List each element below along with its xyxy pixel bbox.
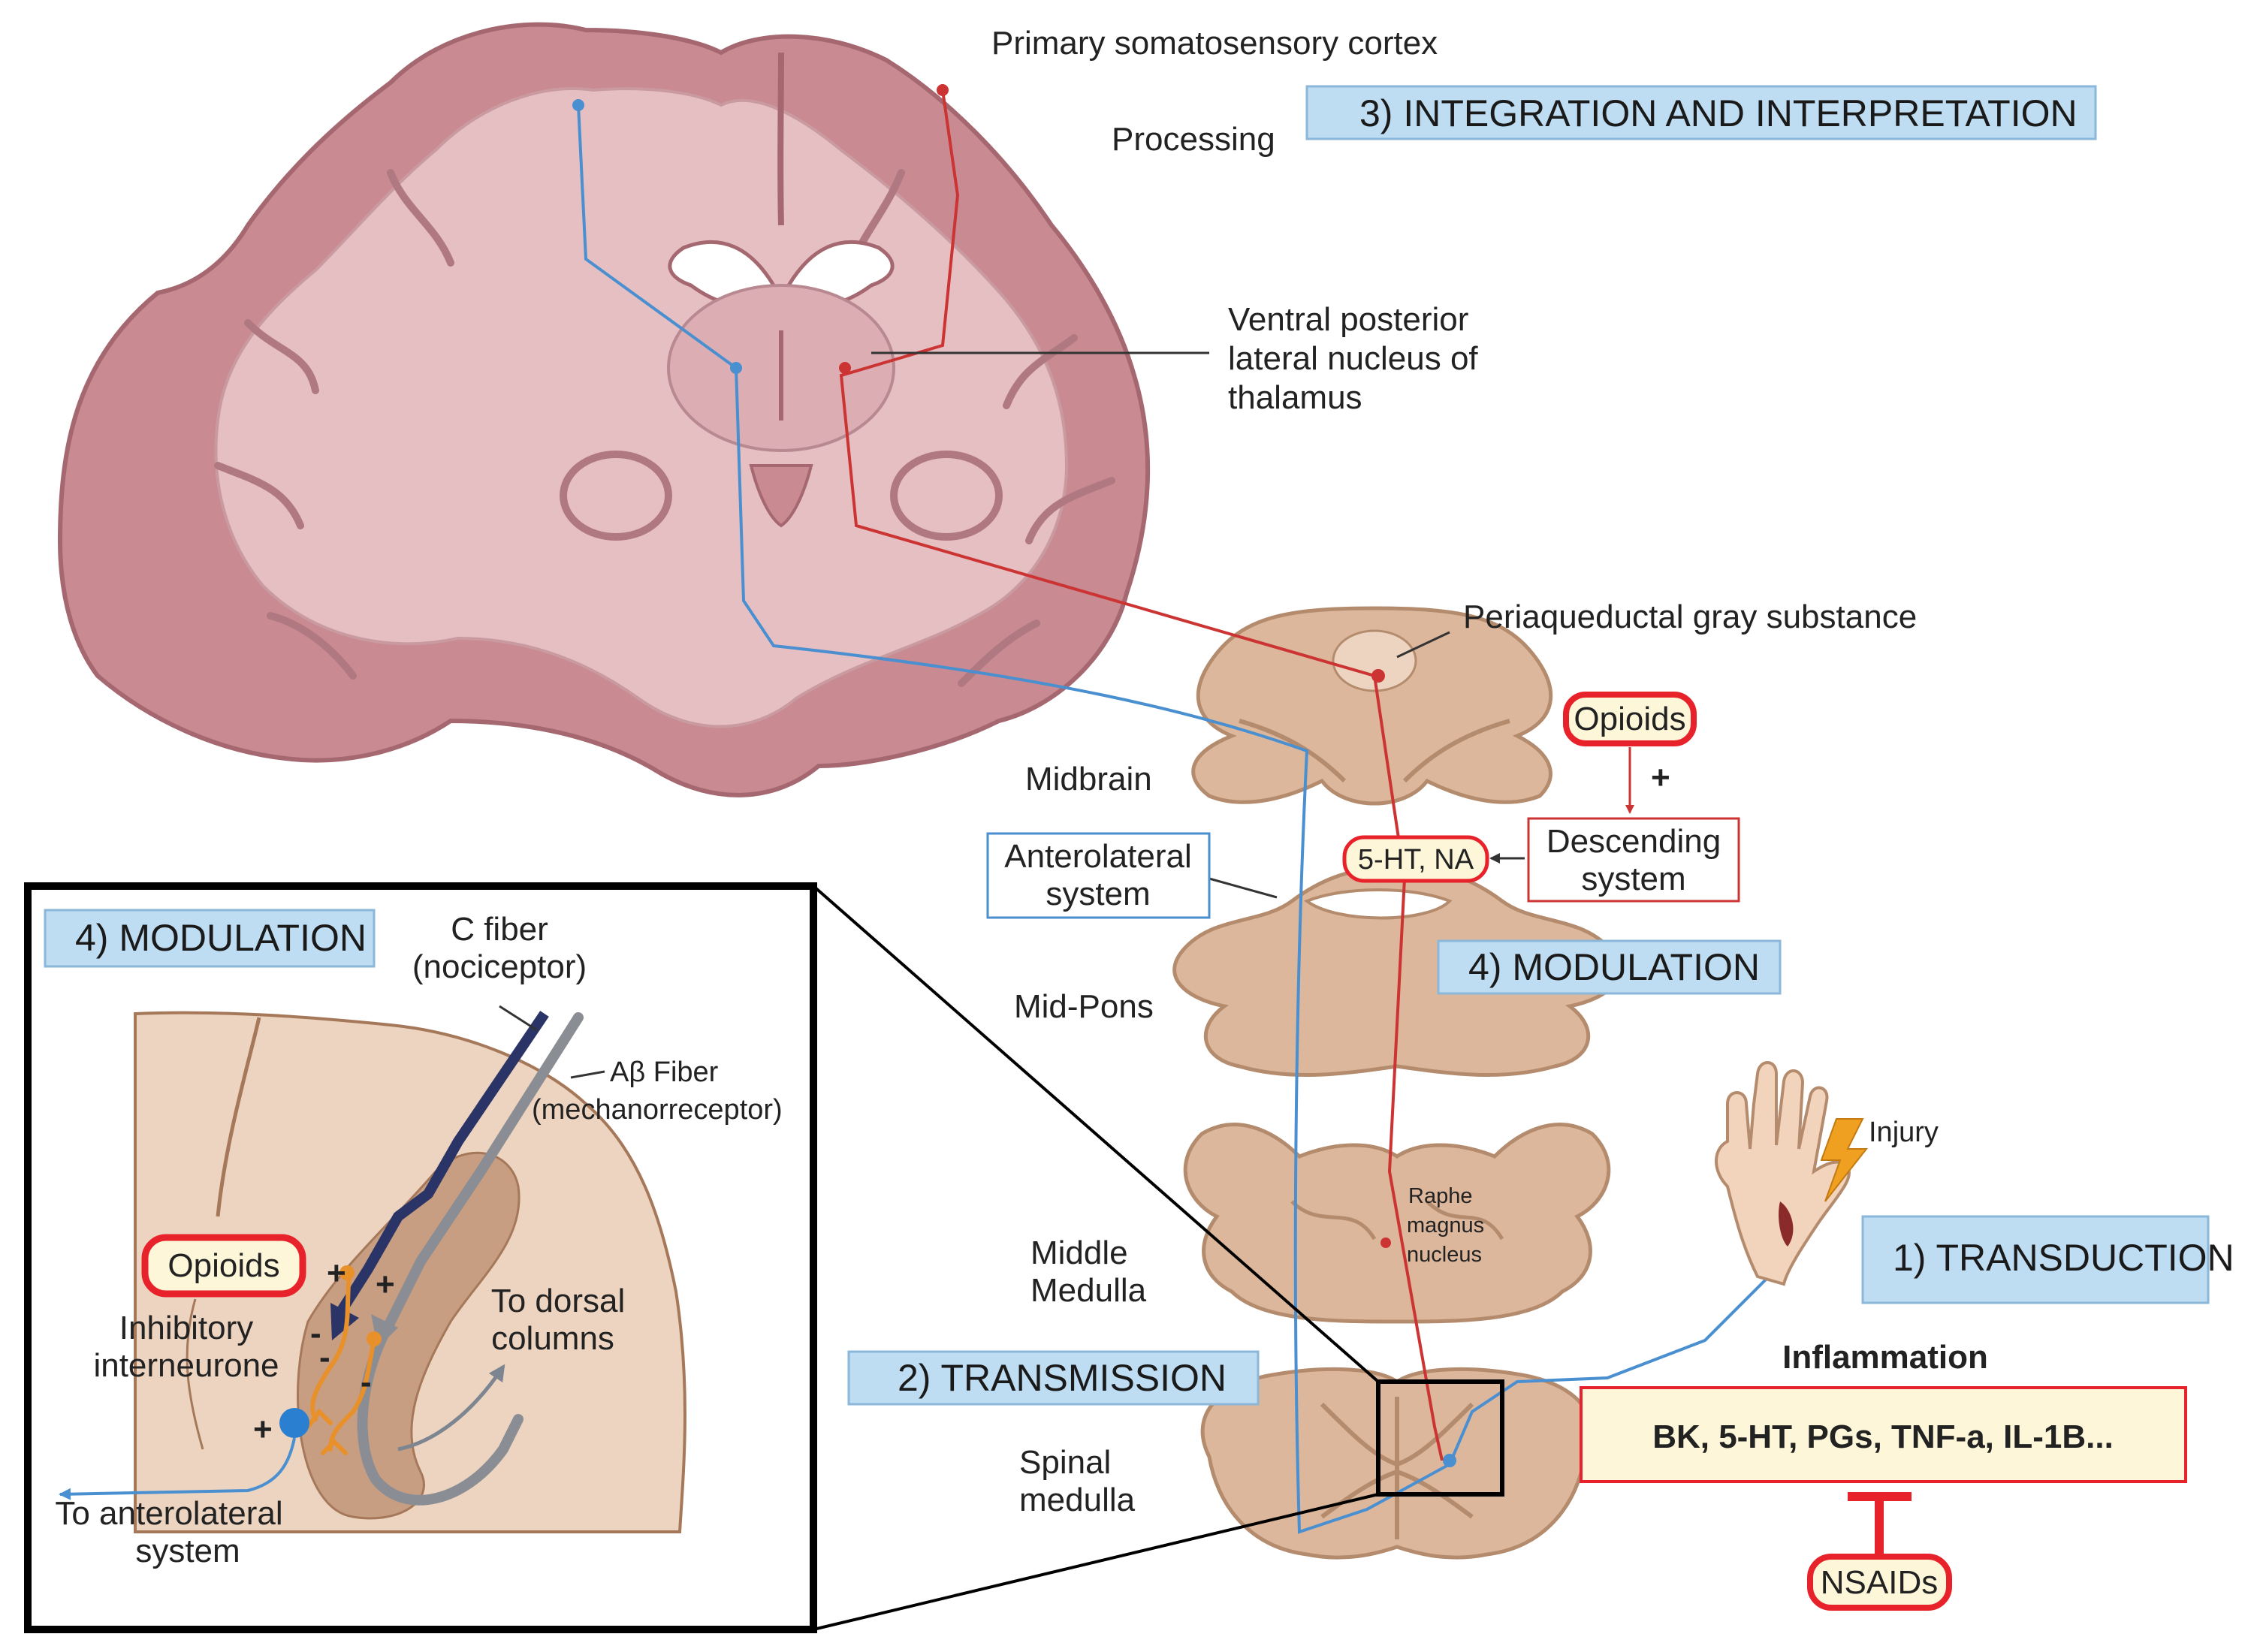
- gray-matter-butterfly: [1320, 1397, 1474, 1539]
- to-anterolateral-label-2: system: [135, 1533, 240, 1569]
- hand-icon: [1715, 1061, 1851, 1286]
- ab-fiber: [357, 1012, 584, 1506]
- fourth-ventricle: [1303, 888, 1453, 920]
- ab-fiber-label-1: Aβ Fiber: [610, 1057, 719, 1088]
- opioids-badge-main: Opioids: [1563, 692, 1697, 746]
- to-anterolateral-label-1: To anterolateral: [55, 1495, 282, 1532]
- zoom-box: [1376, 1379, 1504, 1497]
- curved-boundary: [186, 1298, 204, 1450]
- brain-coronal-section: [57, 22, 1151, 797]
- opioids-badge-inset: Opioids: [141, 1234, 306, 1298]
- svg-text:system: system: [1046, 876, 1150, 912]
- ab-fiber-label-2: (mechanorreceptor): [532, 1094, 783, 1126]
- c-fiber-label-2: (nociceptor): [412, 948, 587, 985]
- vpl-label-line2: lateral nucleus of: [1228, 340, 1478, 377]
- stage-transmission-label: 2) TRANSMISSION: [898, 1357, 1227, 1399]
- minus-sign-1: -: [310, 1315, 321, 1352]
- mediators-label: BK, 5-HT, PGs, TNF-a, IL-1B...: [1652, 1418, 2114, 1455]
- svg-text:Anterolateral: Anterolateral: [1004, 838, 1191, 875]
- inset-title: 4) MODULATION: [75, 917, 367, 959]
- stage-integration-label: 3) INTEGRATION AND INTERPRETATION: [1359, 92, 2077, 134]
- projection-neuron: [279, 1408, 309, 1438]
- zoom-line-top: [812, 885, 1380, 1383]
- processing-label: Processing: [1112, 121, 1275, 158]
- hippocampus-left: [560, 451, 672, 541]
- interneurone-body-1: [339, 1265, 355, 1280]
- svg-text:NSAIDs: NSAIDs: [1821, 1564, 1938, 1601]
- neuron-icon: [306, 1274, 376, 1455]
- ascending-pathway: [572, 99, 1774, 1534]
- plus-sign-1: +: [327, 1255, 346, 1292]
- ht-na-badge: 5-HT, NA: [1342, 835, 1489, 883]
- descending-pathway: [839, 84, 1444, 1461]
- stage-transduction: 1) TRANSDUCTION: [1861, 1215, 2234, 1304]
- svg-text:Opioids: Opioids: [167, 1247, 279, 1284]
- raphe-label-1: Raphe: [1408, 1184, 1472, 1208]
- midbrain-label: Midbrain: [1025, 761, 1152, 797]
- stage-transmission: 2) TRANSMISSION: [847, 1350, 1260, 1406]
- primary-cortex-label: Primary somatosensory cortex: [991, 25, 1438, 62]
- stage-modulation-main: 4) MODULATION: [1437, 939, 1782, 995]
- svg-text:5-HT, NA: 5-HT, NA: [1358, 844, 1474, 876]
- wound: [1779, 1201, 1794, 1247]
- dorsal-columns-label-1: To dorsal: [491, 1283, 626, 1319]
- mid-pons-label: Mid-Pons: [1014, 988, 1154, 1025]
- opioids-plus: +: [1651, 759, 1670, 796]
- c-fiber-leader: [499, 1005, 538, 1032]
- plus-sign-3: +: [253, 1411, 273, 1448]
- modulation-inset: 4) MODULATION C fiber (nociceptor) Aβ Fi…: [24, 882, 817, 1633]
- minus-sign-3: -: [361, 1364, 372, 1400]
- svg-text:Descending: Descending: [1546, 823, 1721, 860]
- dorsal-columns-label-2: columns: [491, 1320, 614, 1357]
- vpl-label-line3: thalamus: [1228, 379, 1362, 416]
- nsaids-badge: NSAIDs: [1807, 1554, 1952, 1611]
- middle-medulla-label-1: Middle: [1030, 1234, 1128, 1271]
- hippocampus-right: [890, 451, 1003, 541]
- injury-label: Injury: [1869, 1117, 1939, 1148]
- stage-modulation-label: 4) MODULATION: [1468, 946, 1760, 988]
- c-fiber: [337, 1011, 549, 1313]
- gyri-left: [214, 169, 454, 680]
- minus-sign-2: -: [319, 1339, 330, 1376]
- pag-label: Periaqueductal gray substance: [1463, 598, 1917, 635]
- inflammation-label: Inflammation: [1782, 1339, 1988, 1376]
- middle-medulla-label-2: Medulla: [1030, 1272, 1147, 1309]
- interneurone-label-2: interneurone: [93, 1347, 279, 1384]
- svg-text:system: system: [1581, 861, 1685, 897]
- projection-axon: [59, 1437, 296, 1500]
- pag-leader: [1396, 631, 1450, 659]
- spinal-cord-section: [1200, 1367, 1594, 1560]
- inhibition-icon: [1848, 1492, 1912, 1558]
- zoom-line-bottom: [813, 1493, 1379, 1631]
- ab-fiber-leader: [570, 1070, 605, 1079]
- dorsal-horn-gray: [297, 1151, 521, 1520]
- raphe-label-3: nucleus: [1407, 1243, 1482, 1267]
- plus-sign-2: +: [376, 1266, 395, 1303]
- anterolateral-box: Anterolateral system: [986, 832, 1211, 919]
- c-fiber-label-1: C fiber: [451, 911, 548, 948]
- gyri-right: [845, 169, 1115, 687]
- raphe-label-2: magnus: [1407, 1213, 1484, 1237]
- spinal-medulla-label-1: Spinal: [1019, 1444, 1111, 1481]
- stage-integration: 3) INTEGRATION AND INTERPRETATION: [1305, 85, 2097, 140]
- anterolateral-leader: [1208, 877, 1278, 899]
- longitudinal-fissure: [777, 52, 784, 226]
- descending-system-box: Descending system: [1527, 817, 1740, 903]
- interneurone-label-1: Inhibitory: [119, 1310, 254, 1346]
- stage-transduction-label: 1) TRANSDUCTION: [1893, 1237, 2234, 1279]
- middle-medulla-section: [1183, 1123, 1611, 1324]
- brainstem-stub: [749, 464, 813, 528]
- lightning-icon: [1820, 1118, 1869, 1202]
- vpl-label-line1: Ventral posterior: [1228, 301, 1468, 338]
- pag-region: [1332, 629, 1417, 692]
- interneurone-body-2: [367, 1331, 382, 1346]
- median-septum: [216, 1017, 261, 1217]
- midbrain-section: [1191, 606, 1553, 806]
- dorsal-columns-arrow: [397, 1364, 505, 1452]
- svg-text:Opioids: Opioids: [1574, 701, 1685, 737]
- stage-modulation-inset: 4) MODULATION: [44, 909, 376, 968]
- spinal-medulla-label-2: medulla: [1019, 1482, 1136, 1518]
- mediators-box: BK, 5-HT, PGs, TNF-a, IL-1B...: [1580, 1386, 2187, 1483]
